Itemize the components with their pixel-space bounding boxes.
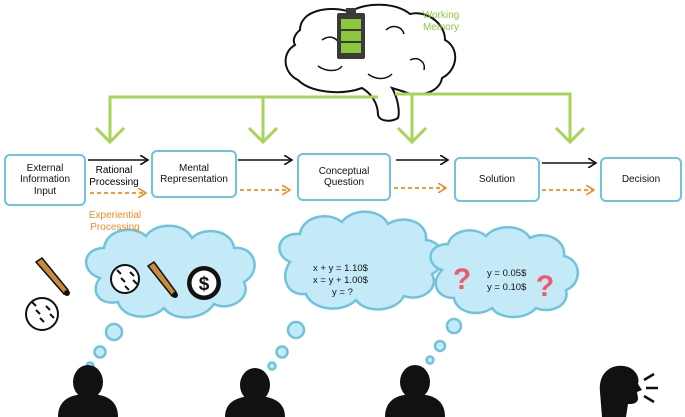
person-head-icon (225, 368, 285, 417)
thought-bubble (267, 361, 277, 371)
correct-solution-text: y = 0.10$ (487, 282, 527, 293)
thought-cloud-equations (278, 210, 444, 311)
thought-cloud-intuition (84, 224, 256, 319)
clouds (84, 210, 579, 371)
thought-bubble (286, 320, 306, 340)
rational-processing-label: Rational Processing (89, 165, 139, 188)
svg-text:?: ? (453, 263, 471, 296)
person-head-icon (385, 365, 445, 417)
thought-bubble (445, 317, 463, 335)
thought-cloud-solutions (429, 226, 579, 319)
experiential-arrows (90, 188, 594, 193)
equation-line: x = y + 1.00$ (313, 275, 368, 286)
equation-line: x + y = 1.10$ (313, 263, 368, 274)
speaking-head-icon (599, 365, 658, 417)
experiential-processing-label: Experiential Processing (88, 210, 142, 233)
baseball-icon (25, 297, 59, 331)
thought-bubble (93, 345, 107, 359)
question-mark-icon: ? (536, 270, 554, 303)
conceptual-question-box: Conceptual Question (297, 153, 391, 201)
baseball-bat-icon (34, 256, 70, 296)
person-head-icon (58, 365, 118, 417)
thought-bubble (104, 322, 124, 342)
wrong-solution-text: y = 0.05$ (487, 268, 527, 279)
brain-icon (284, 3, 457, 122)
question-mark-icon: ? (453, 263, 471, 296)
equation-line: y = ? (332, 287, 353, 298)
thought-bubble (425, 355, 435, 365)
working-memory-connectors (94, 92, 586, 145)
external-information-input-box: External Information Input (4, 154, 86, 206)
mental-representation-box: Mental Representation (151, 150, 237, 198)
rational-arrows (88, 160, 596, 163)
baseball-bat-icon (146, 260, 178, 298)
decision-box: Decision (600, 157, 682, 202)
thought-bubble (275, 345, 289, 359)
baseball-icon (110, 264, 140, 294)
working-memory-label: Working Memory (422, 10, 460, 33)
solution-box: Solution (454, 157, 540, 202)
dollar-coin-icon: $ (187, 266, 221, 300)
svg-text:?: ? (536, 270, 554, 303)
svg-text:$: $ (199, 274, 210, 295)
thought-bubble (433, 339, 447, 353)
battery-icon (337, 8, 365, 59)
